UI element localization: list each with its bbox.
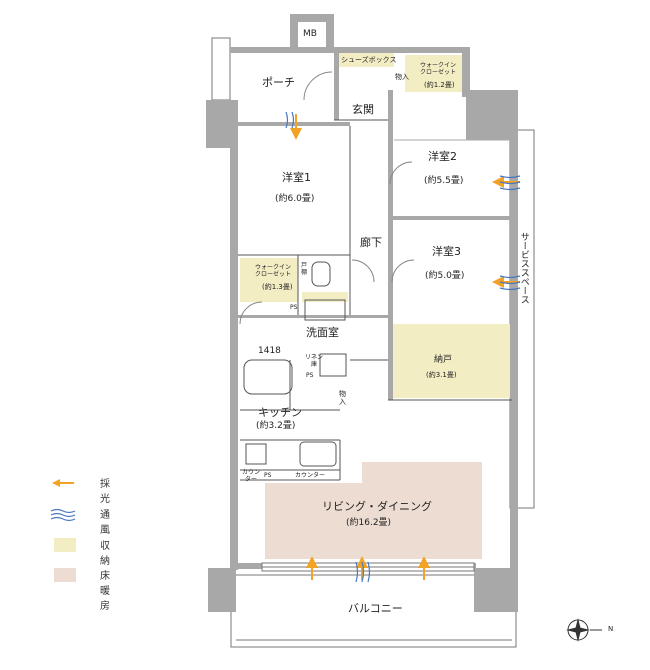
storage-zones [240, 53, 510, 398]
entrance-label: 玄関 [352, 103, 374, 116]
mb-label: MB [303, 29, 317, 39]
ps-label-3: PS [264, 472, 272, 479]
legend-label-floor-heating: 床暖房 [100, 571, 110, 612]
compass-north-label: N [608, 625, 614, 633]
light-arrow-icon [52, 479, 74, 487]
ps-label-2: PS [306, 372, 314, 379]
legend-label-light: 採 光 [100, 479, 120, 505]
wic-top-name: ウォークイン クローゼット [420, 62, 457, 77]
ventilation-marks [285, 111, 521, 583]
legend-label-storage: 収 納 [100, 541, 120, 567]
compass-icon [566, 618, 602, 642]
kodana-label: 戸 棚 [301, 262, 308, 277]
kitchen-name: キッチン [258, 406, 302, 419]
bedroom3-area: (約5.0畳) [425, 271, 465, 281]
storage-top-label: 物入 [395, 73, 409, 81]
bedroom3-name: 洋室3 [432, 245, 461, 258]
floor-heating-zones [265, 462, 482, 559]
ps-label-1: PS [290, 304, 298, 311]
hallway-label: 廊下 [360, 236, 382, 249]
kitchen-area: (約3.2畳) [256, 421, 296, 431]
nando-area: (約3.1畳) [426, 371, 457, 379]
interior-lines [238, 71, 512, 481]
wic-top-area: (約1.2畳) [424, 81, 455, 89]
counter-small-label: カウン ター [242, 469, 261, 484]
balcony-label: バルコニー [348, 602, 403, 615]
counter-label: カウンター [295, 472, 326, 479]
bath-size-label: 1418 [258, 346, 281, 356]
bedroom1-area: (約6.0畳) [275, 194, 315, 204]
shoe-box-label: シューズボックス [341, 56, 397, 64]
bedroom2-name: 洋室2 [428, 150, 457, 163]
storage-kitchen-label: 物 入 [339, 390, 346, 407]
floor-heating-swatch [54, 568, 76, 582]
service-space-label: サービススペース [518, 232, 529, 304]
wic-left-name: ウォークイン クローゼット [255, 264, 292, 279]
storage-swatch [54, 538, 76, 552]
linen-label: リネン 庫 [305, 354, 324, 369]
ventilation-icon [50, 508, 76, 522]
porch-label: ポーチ [262, 76, 295, 89]
washroom-label: 洗面室 [306, 326, 339, 339]
nando-name: 納戸 [434, 355, 453, 365]
bedroom1-name: 洋室1 [282, 171, 311, 184]
wic-left-area: (約1.3畳) [262, 283, 293, 291]
legend-label-ventilation: 通 風 [100, 510, 120, 536]
living-name: リビング・ダイニング [322, 500, 432, 513]
bedroom2-area: (約5.5畳) [424, 176, 464, 186]
living-area: (約16.2畳) [346, 518, 392, 528]
